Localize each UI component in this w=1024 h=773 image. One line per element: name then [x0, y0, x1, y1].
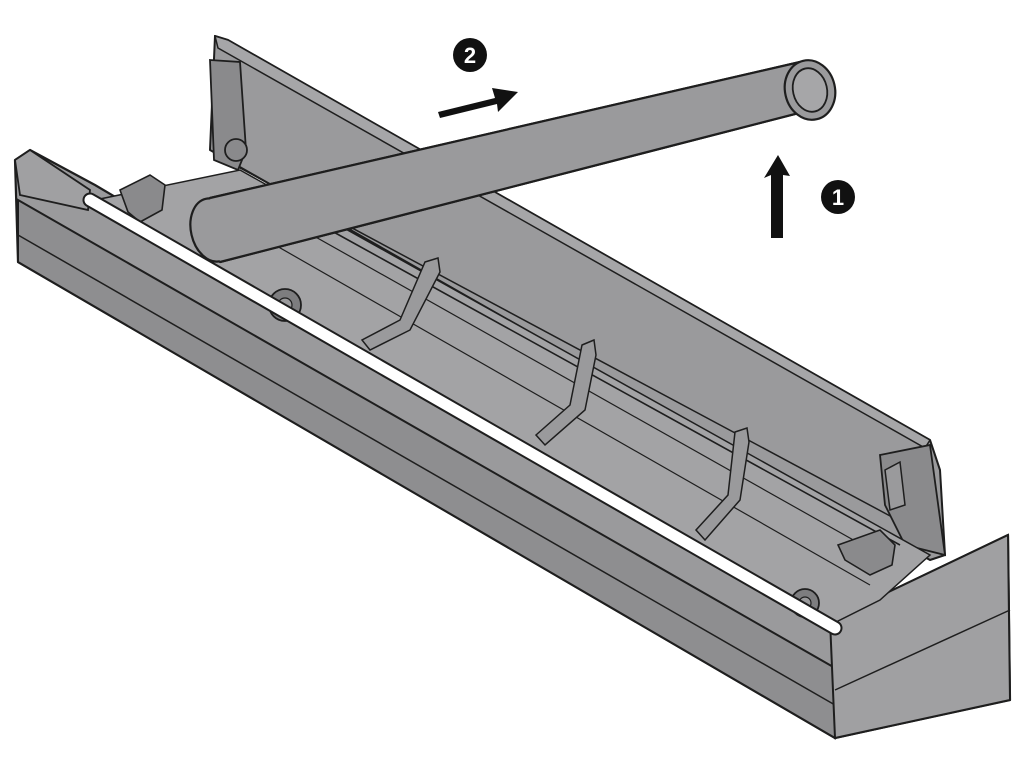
step-1-indicator: 1 [764, 155, 855, 238]
step-2-badge [453, 38, 487, 72]
step-1-number: 1 [832, 185, 844, 210]
step-2-number: 2 [464, 43, 476, 68]
white-cutter-bar [82, 192, 843, 636]
step-2-indicator: 2 [438, 38, 518, 118]
arrow-right-icon [438, 88, 518, 118]
cardboard-tube-roll [189, 59, 837, 264]
arrow-up-icon [764, 155, 790, 238]
step-1-badge [821, 180, 855, 214]
